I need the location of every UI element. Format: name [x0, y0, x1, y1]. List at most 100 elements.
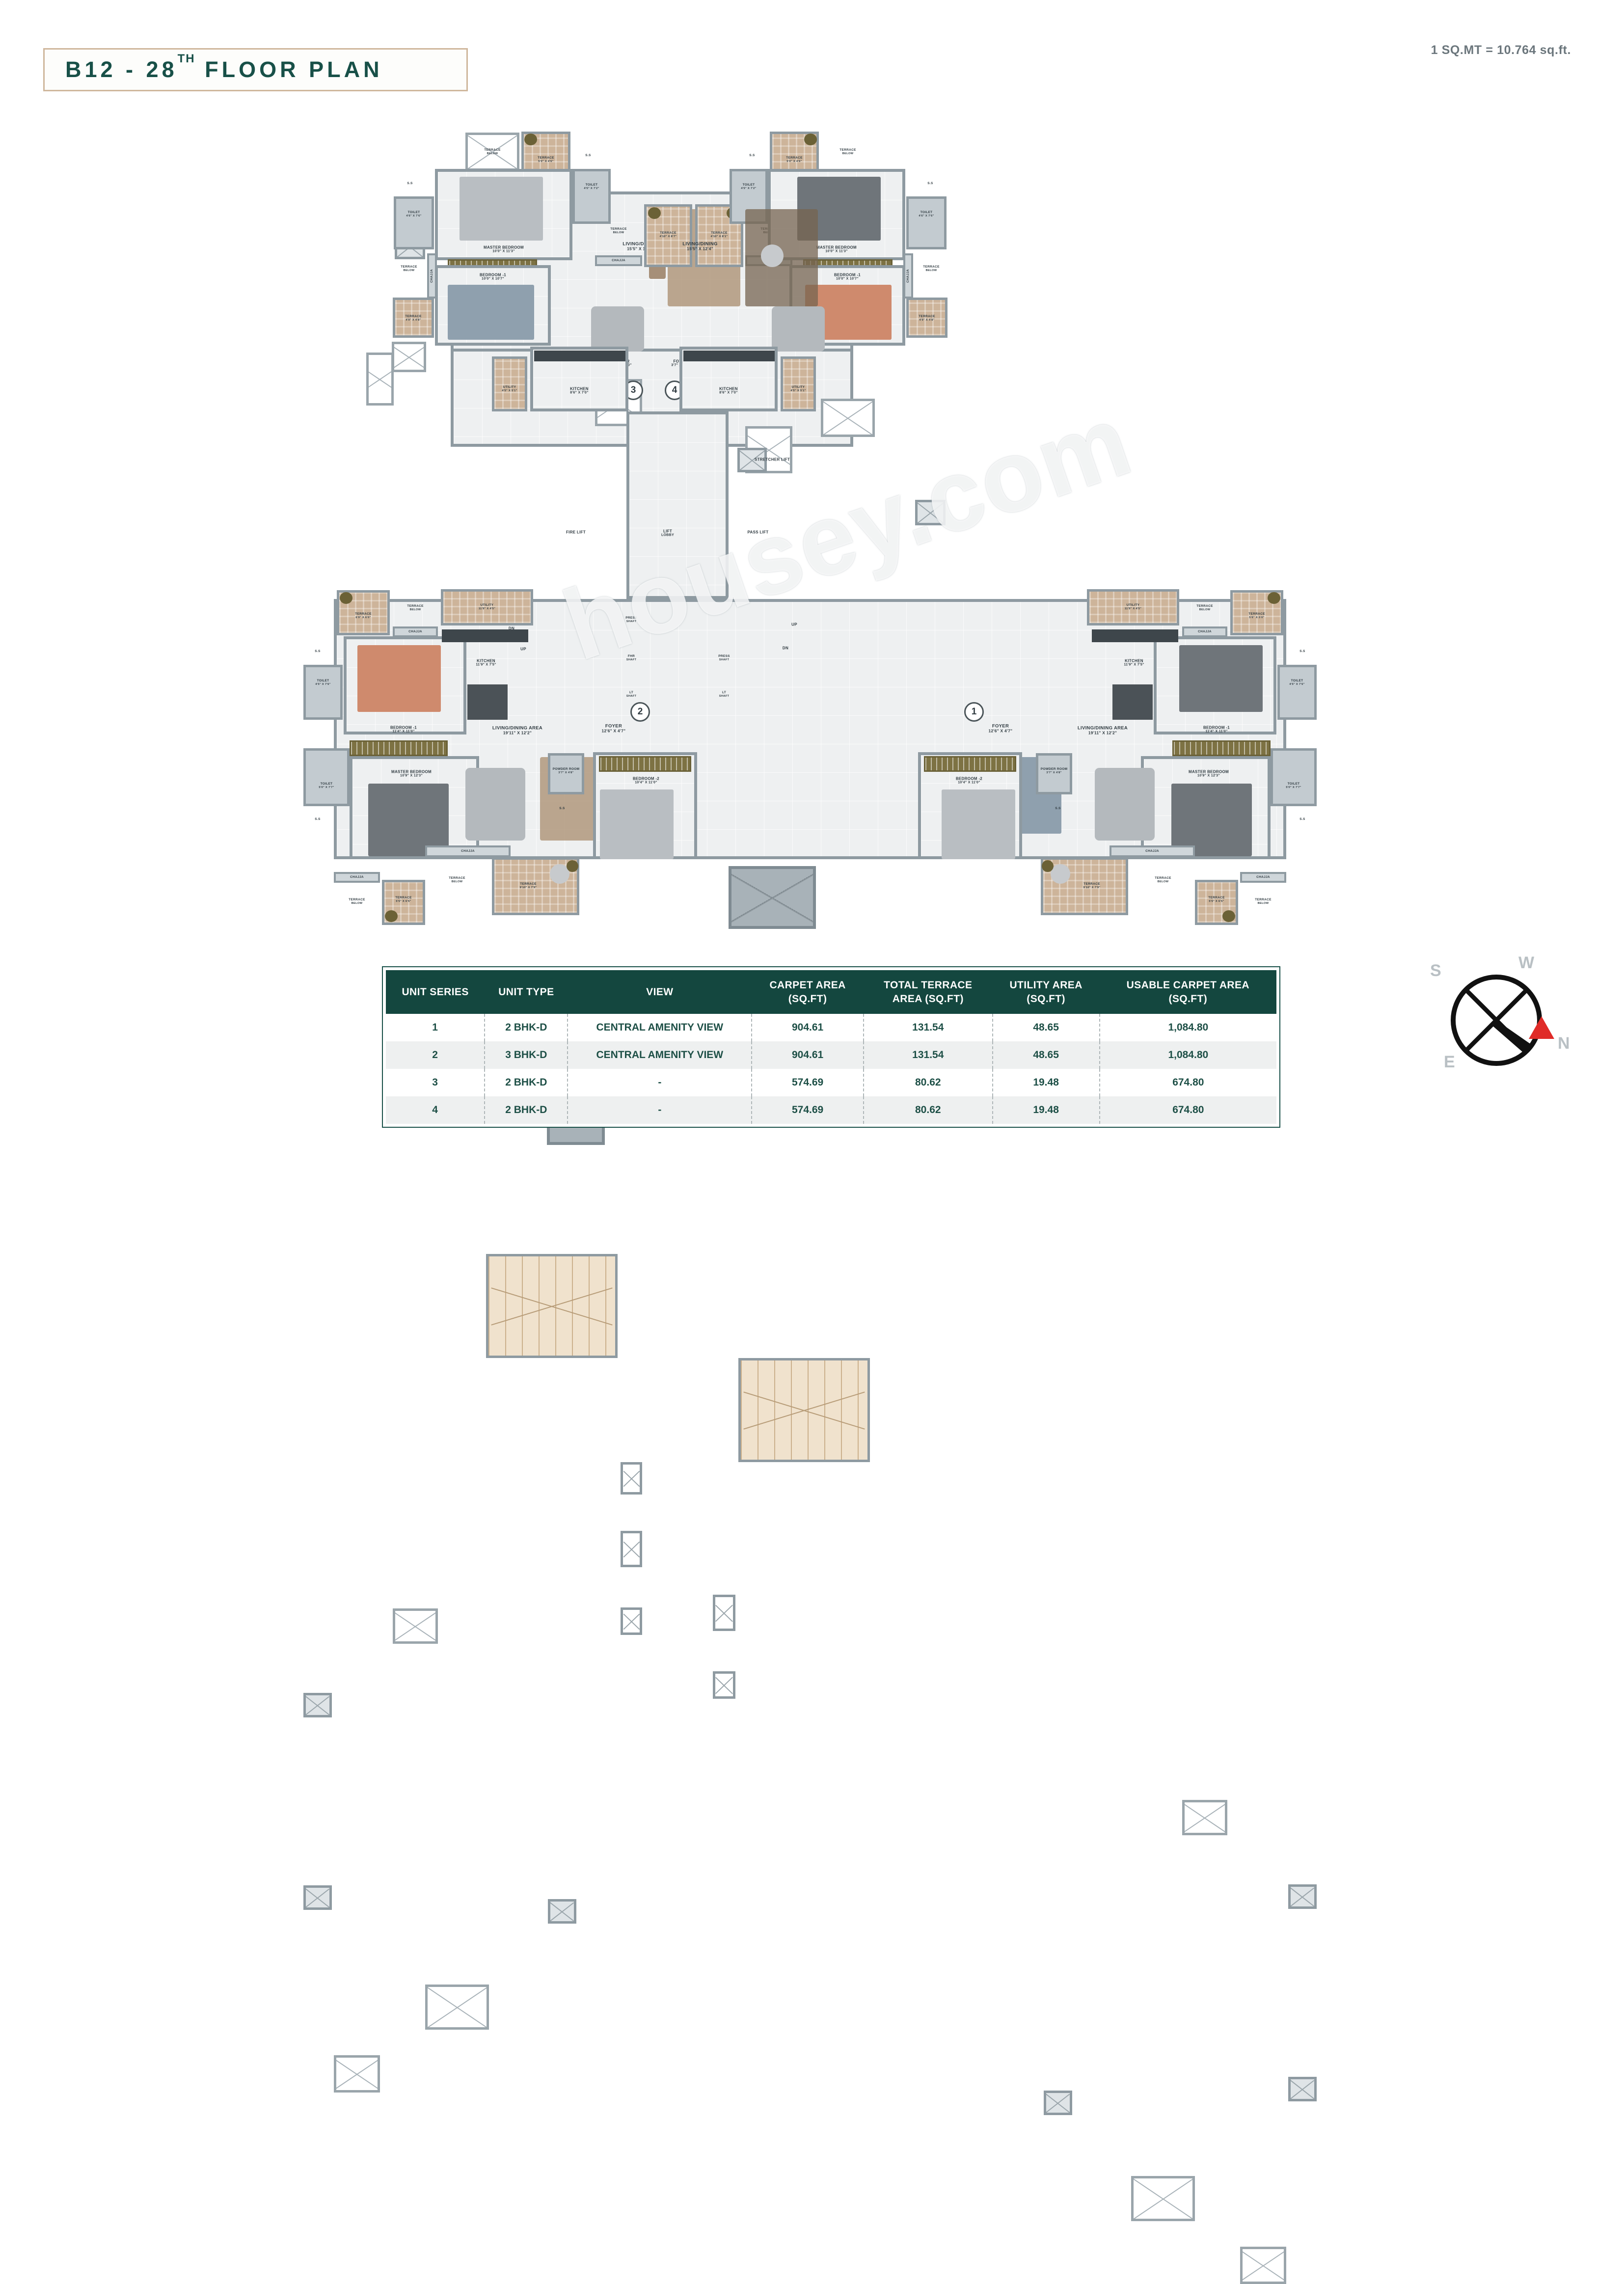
compass-west-label: W	[1518, 953, 1535, 972]
terrace-below-ul-1	[465, 133, 519, 171]
kitchen-counter	[1092, 629, 1178, 642]
lt-shaft-left	[621, 1607, 642, 1635]
unit-details-table: UNIT SERIES UNIT TYPE VIEW CARPET AREA(S…	[386, 970, 1276, 1124]
wardrobe-furniture	[1172, 740, 1271, 756]
compass-east-label: E	[1444, 1053, 1455, 1071]
kitchen-counter	[534, 351, 625, 361]
toilet-ul-inner	[572, 169, 611, 224]
dining-table-furniture	[465, 768, 525, 841]
fire-lift-label: FIRE LIFT	[566, 530, 586, 535]
stretcher-lift	[729, 866, 816, 929]
cell-view: -	[568, 1096, 753, 1124]
table-row: 4 2 BHK-D - 574.69 80.62 19.48 674.80	[386, 1096, 1276, 1124]
cell-terrace-area: 131.54	[864, 1014, 993, 1042]
bed-furniture	[942, 789, 1015, 859]
dining-table-furniture	[1095, 768, 1155, 841]
title-ordinal: TH	[177, 52, 195, 65]
bed-furniture	[1179, 645, 1263, 712]
cell-carpet-area: 904.61	[752, 1041, 864, 1069]
ss-lr-1	[1288, 1884, 1317, 1909]
north-needle-icon	[1529, 1016, 1554, 1039]
chajja-ll-1	[393, 626, 438, 637]
compass-icon	[1451, 975, 1554, 1066]
chajja-lr-3	[1240, 872, 1286, 883]
col-carpet-area: CARPET AREA(SQ.FT)	[752, 970, 864, 1014]
dining-table-furniture	[772, 306, 825, 352]
round-table-furniture	[761, 245, 784, 267]
terrace-ll-bottom	[492, 857, 579, 915]
unit-marker-1[interactable]: 1	[964, 702, 984, 722]
chajja-ll-3	[334, 872, 380, 883]
terrace-below-ul-3	[366, 353, 394, 406]
ss-ll-2	[303, 1885, 332, 1910]
lt-shaft-right	[713, 1671, 735, 1699]
cell-view: -	[568, 1069, 753, 1097]
terrace-lr-corner	[1195, 880, 1238, 925]
planter-icon	[524, 134, 537, 145]
unit-details-table-container: UNIT SERIES UNIT TYPE VIEW CARPET AREA(S…	[382, 966, 1280, 1128]
core-corridor	[626, 411, 729, 599]
page-header: B12 - 28TH FLOOR PLAN 1 SQ.MT = 10.764 s…	[0, 0, 1624, 98]
cell-carpet-area: 574.69	[752, 1069, 864, 1097]
col-view: VIEW	[568, 970, 752, 1014]
col-unit-series: UNIT SERIES	[386, 970, 485, 1014]
press-shaft-left	[621, 1462, 642, 1495]
planter-icon	[340, 592, 352, 604]
planter-icon	[1042, 860, 1054, 872]
ss-ll-1	[303, 1693, 332, 1717]
terrace-below-ll-2	[425, 1985, 489, 2030]
chajja-lr-2	[1110, 845, 1195, 857]
terrace-below-lr-1	[1182, 1800, 1227, 1835]
terrace-below-ll-3	[334, 2055, 380, 2093]
staircase-left	[486, 1254, 618, 1358]
cell-usable-carpet-area: 674.80	[1172, 1077, 1204, 1088]
bed-furniture	[1171, 784, 1252, 856]
unit-marker-2[interactable]: 2	[630, 702, 650, 722]
cell-unit-series: 2	[386, 1041, 486, 1069]
wardrobe-furniture	[350, 740, 448, 756]
bed-furniture	[368, 784, 449, 856]
compass-rose: S W E N	[1426, 953, 1583, 1104]
compass-south-label: S	[1430, 961, 1441, 980]
cell-unit-type: 2 BHK-D	[485, 1069, 568, 1097]
planter-icon	[385, 910, 398, 922]
cell-usable-carpet-area: 1,084.80	[1168, 1049, 1209, 1061]
cell-unit-series: 4	[386, 1096, 486, 1124]
cell-view: CENTRAL AMENITY VIEW	[568, 1014, 753, 1042]
cell-usable-carpet-area: 1,084.80	[1168, 1022, 1209, 1033]
cell-terrace-area: 80.62	[864, 1069, 993, 1097]
ss-label: S.S	[1299, 650, 1305, 653]
chajja-ll-2	[425, 845, 511, 857]
wardrobe-furniture	[599, 756, 691, 772]
cell-unit-series: 1	[386, 1014, 486, 1042]
col-usable-carpet-area: USABLE CARPET AREA(SQ.FT)	[1099, 970, 1276, 1014]
cell-usable-carpet-area: 674.80	[1172, 1104, 1204, 1116]
terrace-ur-mid	[695, 204, 743, 267]
cell-unit-series: 3	[386, 1069, 486, 1097]
utility-ll	[441, 589, 533, 625]
bed-furniture	[448, 285, 534, 340]
planter-icon	[1268, 592, 1280, 604]
bed-furniture	[460, 177, 543, 241]
ss-lr-2	[1288, 2077, 1317, 2101]
title-rest: FLOOR PLAN	[195, 57, 383, 82]
col-unit-type: UNIT TYPE	[485, 970, 568, 1014]
toilet-ul-outer	[394, 196, 434, 249]
cell-unit-type: 2 BHK-D	[485, 1096, 568, 1124]
ss-label: S.S	[927, 182, 933, 186]
bed-furniture	[600, 789, 674, 859]
wardrobe-furniture	[924, 756, 1016, 772]
chajja-ul-3	[595, 255, 642, 266]
title-main: B12 - 28	[65, 57, 178, 82]
toilet-ur-outer	[906, 196, 947, 249]
col-utility-area: UTILITY AREA(SQ.FT)	[992, 970, 1100, 1014]
cell-unit-type: 2 BHK-D	[485, 1014, 568, 1042]
terrace-below-ll-1	[393, 1608, 438, 1644]
ss-lr-3	[1044, 2091, 1072, 2115]
